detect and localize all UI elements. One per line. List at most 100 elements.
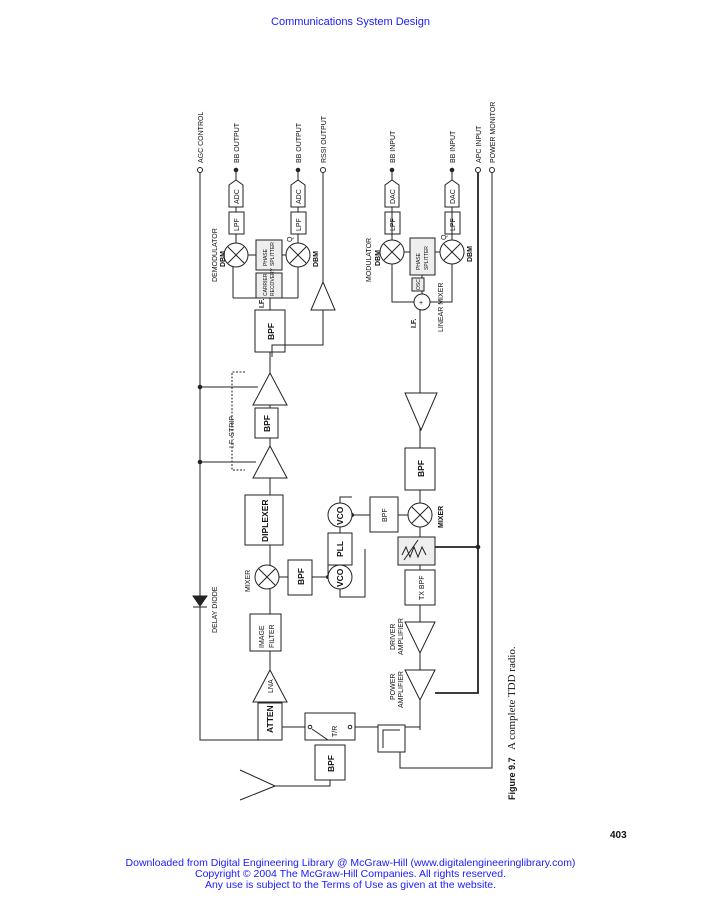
svg-text:LPF: LPF — [450, 218, 457, 231]
svg-text:MIXER: MIXER — [438, 506, 445, 528]
svg-text:Q: Q — [287, 236, 294, 242]
svg-text:+: + — [419, 300, 423, 307]
svg-text:ATTEN: ATTEN — [265, 705, 275, 733]
svg-text:LPF: LPF — [234, 218, 241, 231]
image-filter-block — [249, 613, 282, 652]
svg-text:AMPLIFIER: AMPLIFIER — [398, 618, 405, 655]
tx-amplifier — [404, 392, 438, 432]
svg-text:BPF: BPF — [296, 568, 306, 585]
svg-text:BB INPUT: BB INPUT — [390, 130, 397, 163]
tr-switch — [304, 712, 356, 741]
running-header: Communications System Design — [271, 16, 430, 28]
svg-text:IMAGE: IMAGE — [259, 625, 266, 648]
if-amplifier-2 — [252, 371, 288, 406]
svg-text:LNA: LNA — [268, 679, 275, 693]
linear-mixer — [413, 293, 431, 311]
svg-text:VCO: VCO — [335, 506, 345, 525]
carrier-recovery-block — [255, 272, 283, 299]
demod-mixer-i — [223, 242, 249, 268]
svg-text:SPLITTER: SPLITTER — [270, 242, 276, 266]
figure-caption: A complete TDD radio. — [506, 646, 518, 750]
svg-text:POWER: POWER — [390, 674, 397, 700]
svg-text:DAC: DAC — [450, 189, 457, 204]
svg-text:DBM: DBM — [220, 251, 227, 267]
footer: Downloaded from Digital Engineering Libr… — [0, 858, 701, 891]
power-amplifier — [404, 669, 436, 702]
tx-mixer — [407, 502, 433, 528]
rssi-amplifier — [310, 280, 336, 311]
svg-text:DBM: DBM — [467, 246, 474, 262]
svg-text:VCO: VCO — [335, 568, 345, 587]
svg-text:DBM: DBM — [375, 250, 382, 266]
svg-text:POWER MONITOR: POWER MONITOR — [490, 102, 497, 163]
power-monitor-line — [399, 173, 493, 769]
port-labels: AGC CONTROL BB OUTPUT BB OUTPUT RSSI OUT… — [198, 102, 497, 163]
svg-text:PHASE: PHASE — [263, 248, 269, 266]
svg-text:BPF: BPF — [266, 323, 276, 340]
svg-text:DIPLEXER: DIPLEXER — [260, 499, 270, 542]
lna-amplifier — [252, 668, 288, 703]
phase-splitter-block — [255, 239, 283, 271]
svg-text:ADC: ADC — [296, 189, 303, 204]
svg-text:T/R: T/R — [332, 726, 339, 737]
svg-text:SPLITTER: SPLITTER — [424, 246, 430, 270]
diplexer-block — [244, 494, 284, 546]
tx-bpf-block-2 — [404, 447, 436, 491]
footer-terms[interactable]: Any use is subject to the Terms of Use a… — [204, 879, 497, 891]
svg-text:BB OUTPUT: BB OUTPUT — [234, 122, 241, 163]
svg-text:BPF: BPF — [262, 415, 272, 432]
mod-mixer-q — [439, 239, 465, 265]
svg-text:FILTER: FILTER — [269, 624, 276, 648]
delay-diode — [192, 595, 208, 608]
footer-download-link[interactable]: Downloaded from Digital Engineering Libr… — [125, 857, 576, 869]
svg-text:RSSI OUTPUT: RSSI OUTPUT — [321, 115, 328, 163]
svg-text:BPF: BPF — [382, 508, 389, 522]
pll-block — [327, 532, 353, 566]
svg-text:DBM: DBM — [313, 251, 320, 267]
svg-text:LPF: LPF — [296, 218, 303, 231]
footer-copyright: Copyright © 2004 The McGraw-Hill Compani… — [195, 868, 506, 880]
svg-text:DEMODULATOR: DEMODULATOR — [212, 228, 219, 282]
svg-text:ADC: ADC — [234, 189, 241, 204]
figure-number: Figure 9.7 — [507, 757, 517, 800]
svg-text:BPF: BPF — [326, 755, 336, 772]
driver-amplifier — [404, 621, 436, 655]
osc-block — [411, 277, 425, 292]
svg-text:I.F.: I.F. — [411, 319, 418, 328]
svg-text:Q: Q — [441, 234, 448, 240]
demod-mixer-q — [285, 242, 311, 268]
mod-mixer-i — [379, 239, 405, 265]
svg-text:CARRIER: CARRIER — [263, 273, 269, 296]
atten-block — [257, 702, 283, 741]
page-number: 403 — [610, 830, 627, 841]
antenna-bpf — [314, 744, 346, 781]
vco-2 — [327, 502, 353, 528]
svg-text:I.F.: I.F. — [259, 299, 266, 308]
svg-text:DRIVER: DRIVER — [390, 624, 397, 650]
rx-mixer — [254, 564, 280, 590]
svg-text:MIXER: MIXER — [245, 570, 252, 592]
if-amplifier-1 — [252, 444, 288, 479]
svg-text:PHASE: PHASE — [416, 252, 422, 270]
svg-text:OSC: OSC — [416, 279, 422, 290]
svg-text:APC INPUT: APC INPUT — [476, 125, 483, 163]
mod-phase-splitter — [409, 237, 436, 276]
directional-coupler — [377, 724, 406, 753]
svg-text:DAC: DAC — [390, 189, 397, 204]
svg-text:BB INPUT: BB INPUT — [450, 130, 457, 163]
agc-control-line — [197, 167, 258, 741]
svg-text:LINEAR MIXER: LINEAR MIXER — [438, 283, 445, 332]
svg-text:LPF: LPF — [390, 218, 397, 231]
svg-text:PLL: PLL — [335, 541, 345, 557]
delay-diode-label: DELAY DIODE — [212, 586, 219, 633]
svg-text:TX BPF: TX BPF — [419, 575, 426, 600]
svg-text:AMPLIFIER: AMPLIFIER — [398, 671, 405, 708]
lo-bpf-block — [287, 559, 313, 596]
if-bpf-block — [254, 407, 279, 439]
svg-text:I.F. STRIP: I.F. STRIP — [229, 416, 236, 448]
antenna-icon — [239, 769, 331, 801]
svg-text:RECOVERY: RECOVERY — [270, 267, 276, 296]
svg-text:BPF: BPF — [416, 460, 426, 477]
apc-line — [435, 173, 479, 694]
